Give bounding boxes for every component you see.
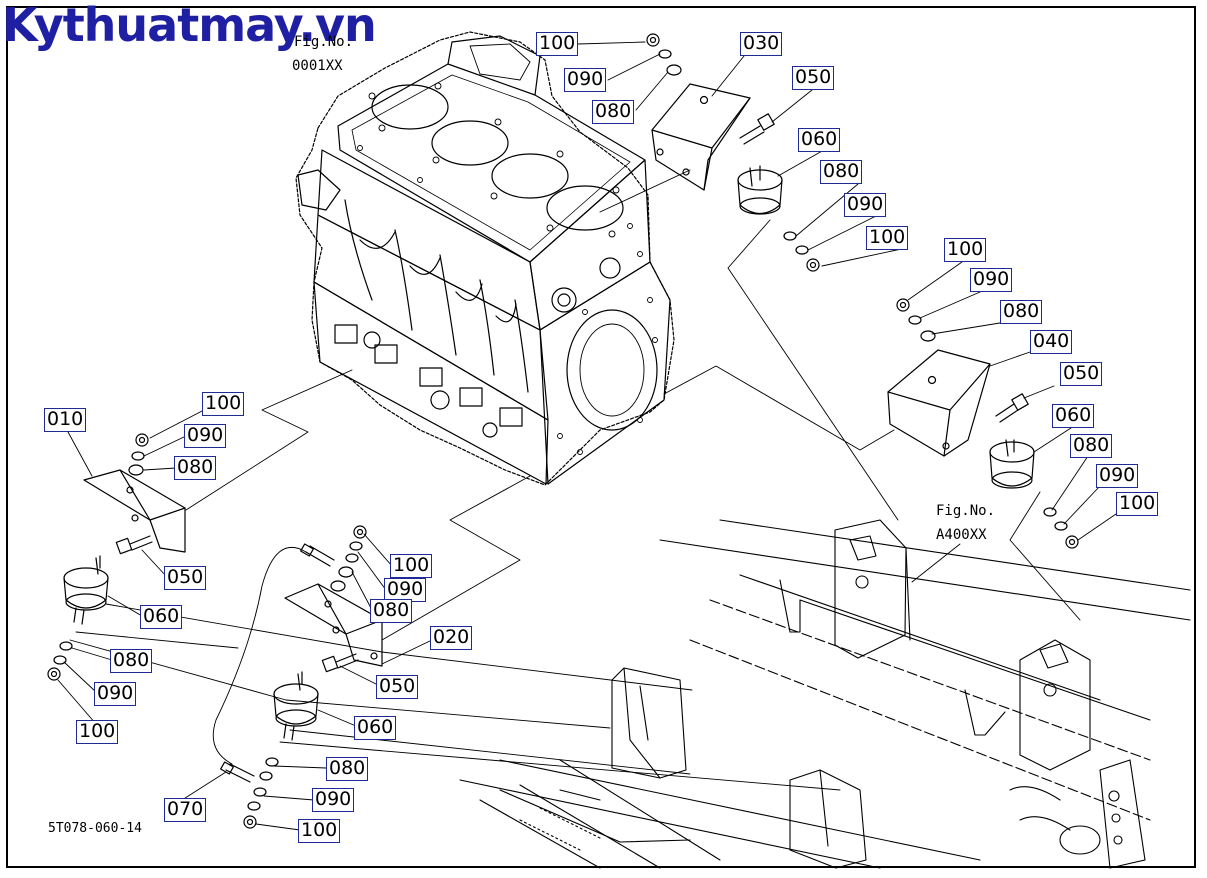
callout-top-080b[interactable]: 080 (820, 160, 863, 184)
callout-center-050[interactable]: 050 (376, 675, 419, 699)
callout-left-100b[interactable]: 100 (76, 720, 119, 744)
callout-right-080[interactable]: 080 (1000, 300, 1043, 324)
callout-top-030[interactable]: 030 (740, 32, 783, 56)
callout-right-080b[interactable]: 080 (1070, 434, 1113, 458)
callout-left-080[interactable]: 080 (174, 456, 217, 480)
callout-top-050[interactable]: 050 (792, 66, 835, 90)
callout-right-060[interactable]: 060 (1052, 404, 1095, 428)
site-watermark: Kythuatmay.vn (2, 0, 377, 52)
callout-center-020[interactable]: 020 (430, 626, 473, 650)
callout-center-090b[interactable]: 090 (312, 788, 355, 812)
callout-right-090b[interactable]: 090 (1096, 464, 1139, 488)
callout-right-090[interactable]: 090 (970, 268, 1013, 292)
engine-block (296, 32, 674, 485)
callout-right-040[interactable]: 040 (1030, 330, 1073, 354)
mount-bracket-020 (221, 526, 382, 828)
drawing-code: 5T078-060-14 (48, 821, 142, 836)
callout-top-100b[interactable]: 100 (866, 226, 909, 250)
callout-center-080b[interactable]: 080 (326, 757, 369, 781)
callout-center-070[interactable]: 070 (164, 798, 207, 822)
callout-right-100b[interactable]: 100 (1116, 492, 1159, 516)
callout-right-050[interactable]: 050 (1060, 362, 1103, 386)
callout-center-100[interactable]: 100 (390, 554, 433, 578)
callout-center-080[interactable]: 080 (370, 599, 413, 623)
fig-ref-block-number: 0001XX (292, 58, 343, 74)
callout-top-090b[interactable]: 090 (844, 193, 887, 217)
callout-left-080b[interactable]: 080 (110, 649, 153, 673)
fig-ref-block-label: Fig.No. (294, 34, 354, 50)
callout-left-100[interactable]: 100 (202, 392, 245, 416)
callout-left-090[interactable]: 090 (184, 424, 227, 448)
callout-top-060[interactable]: 060 (798, 128, 841, 152)
callout-left-060[interactable]: 060 (140, 605, 183, 629)
callout-top-100[interactable]: 100 (536, 32, 579, 56)
callout-left-010[interactable]: 010 (44, 408, 87, 432)
callout-center-100b[interactable]: 100 (298, 819, 341, 843)
callout-right-100[interactable]: 100 (944, 238, 987, 262)
drawing-frame (6, 6, 1196, 868)
mount-bracket-040 (888, 299, 1078, 548)
chassis-frame (460, 520, 1190, 868)
callout-left-050[interactable]: 050 (164, 566, 207, 590)
callout-center-060[interactable]: 060 (354, 716, 397, 740)
callout-left-090b[interactable]: 090 (94, 682, 137, 706)
callout-top-090[interactable]: 090 (564, 68, 607, 92)
callout-top-080[interactable]: 080 (592, 100, 635, 124)
fig-ref-frame-number: A400XX (936, 527, 987, 543)
fig-ref-frame-label: Fig.No. (936, 503, 996, 519)
mount-bracket-010 (48, 434, 185, 680)
